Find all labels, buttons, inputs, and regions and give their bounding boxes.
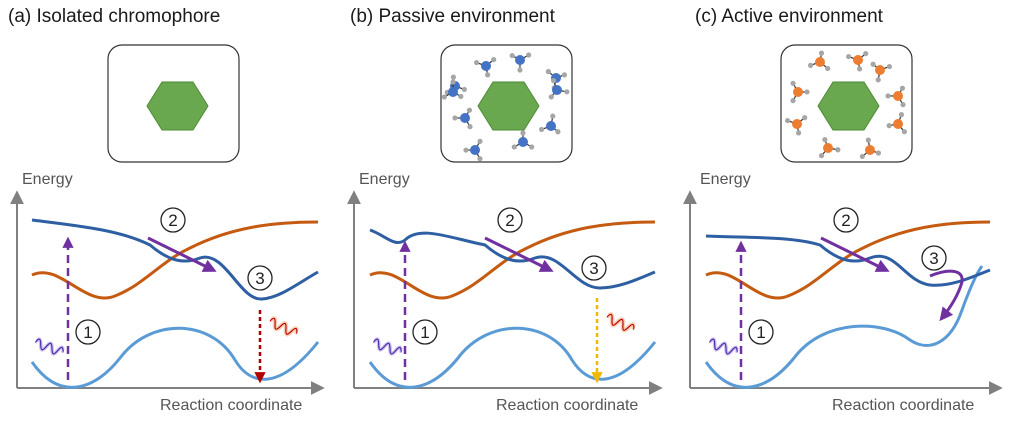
panel-a-x-axis-label: Reaction coordinate xyxy=(160,397,303,414)
solvent-molecule-b-9 xyxy=(539,113,561,135)
panel-b-excited-state-orange xyxy=(369,220,656,300)
svg-text:3: 3 xyxy=(589,259,598,278)
solvent-molecule-c-6 xyxy=(785,115,808,136)
panel-b-relaxation-arrow xyxy=(484,236,554,272)
panel-c-nonradiative-decay-arrow xyxy=(929,269,964,322)
panel-a-emitted-photon xyxy=(268,317,299,338)
panel-b-step-2-marker: 2 xyxy=(497,207,523,233)
panel-c-solvent-molecules xyxy=(785,50,907,160)
panel-b-chromophore-hexagon xyxy=(477,81,540,131)
panel-b-emitted-photon xyxy=(605,313,636,334)
solvent-molecule-b-6 xyxy=(452,107,473,130)
panel-a-step-3-marker: 3 xyxy=(247,265,273,291)
panel-b-title: (b) Passive environment xyxy=(350,6,555,27)
svg-text:1: 1 xyxy=(83,323,92,342)
panel-a-step-1-marker: 1 xyxy=(75,319,101,345)
panel-c-step-2-marker: 2 xyxy=(833,207,859,233)
panel-c-absorbed-photon xyxy=(706,336,740,359)
svg-text:2: 2 xyxy=(168,211,177,230)
panel-b-excited-state-blue xyxy=(369,228,656,290)
panel-b-solvent-molecules xyxy=(441,52,570,162)
panel-a-ground-state-curve xyxy=(30,326,320,389)
panel-a-step-2-marker: 2 xyxy=(160,207,186,233)
panel-a-y-axis-label: Energy xyxy=(22,171,73,188)
svg-text:2: 2 xyxy=(841,211,850,230)
solvent-molecule-c-4 xyxy=(790,80,810,104)
svg-text:2: 2 xyxy=(505,211,514,230)
panel-c-y-axis-label: Energy xyxy=(700,171,751,188)
panel-c: 1 2 3 xyxy=(683,44,1003,395)
solvent-molecule-c-5 xyxy=(885,85,906,108)
solvent-molecule-b-5 xyxy=(441,79,464,100)
panel-c-step-3-marker: 3 xyxy=(921,245,947,271)
panel-b: 1 2 3 xyxy=(347,44,663,395)
solvent-molecule-c-3 xyxy=(870,61,892,83)
svg-text:1: 1 xyxy=(420,323,429,342)
panel-b-y-axis-label: Energy xyxy=(359,171,410,188)
panel-a-absorbed-photon xyxy=(32,336,66,359)
panel-b-absorbed-photon xyxy=(370,336,404,359)
panel-c-ground-state-curve xyxy=(704,265,984,389)
svg-text:3: 3 xyxy=(255,269,264,288)
panel-a-title: (a) Isolated chromophore xyxy=(8,6,221,27)
panel-c-excited-state-orange xyxy=(705,220,991,300)
panel-c-excited-state-blue xyxy=(705,234,991,287)
solvent-molecule-b-8 xyxy=(511,130,535,150)
solvent-molecule-b-3 xyxy=(509,52,532,73)
panel-b-ground-state-curve xyxy=(368,326,657,389)
panel-b-x-axis-label: Reaction coordinate xyxy=(496,397,639,414)
solvent-molecule-b-2 xyxy=(474,57,497,78)
panel-b-step-3-marker: 3 xyxy=(581,255,607,281)
solvent-molecule-c-8 xyxy=(818,136,841,159)
svg-text:3: 3 xyxy=(929,249,938,268)
solvent-molecule-b-7 xyxy=(463,138,483,162)
solvent-molecule-c-1 xyxy=(807,50,831,72)
panel-c-step-1-marker: 1 xyxy=(748,319,774,345)
panel-a-relaxation-arrow xyxy=(147,236,217,272)
panel-b-step-1-marker: 1 xyxy=(412,319,438,345)
panel-a-chromophore-hexagon xyxy=(146,81,209,131)
svg-text:1: 1 xyxy=(756,323,765,342)
solvent-molecule-c-9 xyxy=(859,137,882,160)
panel-a-excited-state-orange xyxy=(31,220,319,300)
panel-a: 1 2 3 xyxy=(10,44,325,395)
solvent-molecule-c-2 xyxy=(846,51,869,72)
panel-c-x-axis-label: Reaction coordinate xyxy=(832,397,975,414)
solvent-molecule-c-7 xyxy=(886,112,907,135)
panel-a-excited-state-blue xyxy=(31,218,319,301)
panel-c-title: (c) Active environment xyxy=(695,6,883,27)
panel-c-chromophore-hexagon xyxy=(817,81,880,131)
panel-c-relaxation-arrow xyxy=(820,236,890,272)
solvent-molecule-b-10 xyxy=(548,78,570,100)
